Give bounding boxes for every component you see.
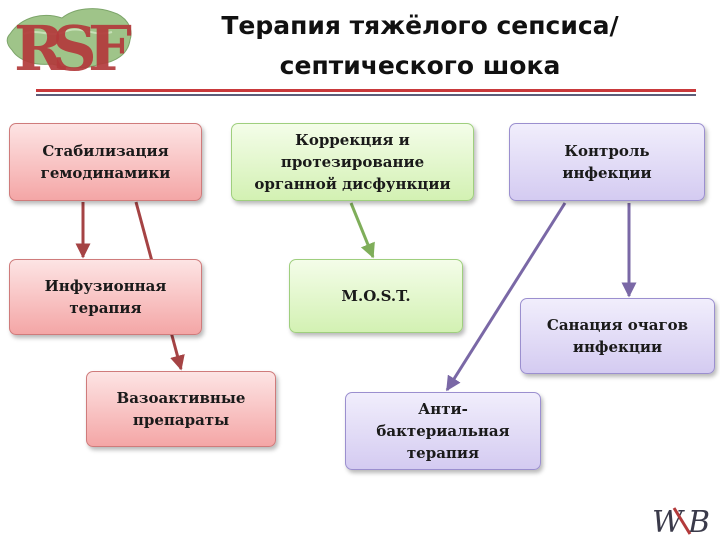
svg-text:B: B [687, 505, 710, 538]
svg-text:S: S [52, 12, 97, 80]
title-rule-dark [36, 94, 696, 96]
box-most: M.O.S.T. [289, 259, 463, 333]
russia-map-logo-icon: R S F [6, 8, 132, 85]
wb-logo-icon: W B [652, 505, 710, 540]
box-organ-dysfunction-correction: Коррекция и протезирование органной дисф… [231, 123, 474, 201]
box-infection-source-sanation: Санация очагов инфекции [520, 298, 715, 374]
svg-text:R: R [14, 12, 66, 80]
slide-title: Терапия тяжёлого сепсиса/ септического ш… [221, 11, 619, 80]
box-infusion-therapy: Инфузионная терапия [9, 259, 202, 335]
rsf-logo: R S F [4, 4, 136, 85]
svg-text:W: W [652, 505, 685, 538]
box-vasoactive-drugs: Вазоактивные препараты [86, 371, 276, 447]
box-hemodynamics-stabilization: Стабилизация гемодинамики [9, 123, 202, 201]
svg-text:F: F [88, 12, 132, 80]
box-antibacterial-therapy: Анти- бактериальная терапия [345, 392, 541, 470]
title-rule-red [36, 89, 696, 92]
box-infection-control: Контроль инфекции [509, 123, 705, 201]
wb-logo: W B [650, 500, 716, 540]
arrow-infection-to-antibacterial [445, 202, 567, 392]
arrow-organ-to-most [349, 202, 375, 259]
